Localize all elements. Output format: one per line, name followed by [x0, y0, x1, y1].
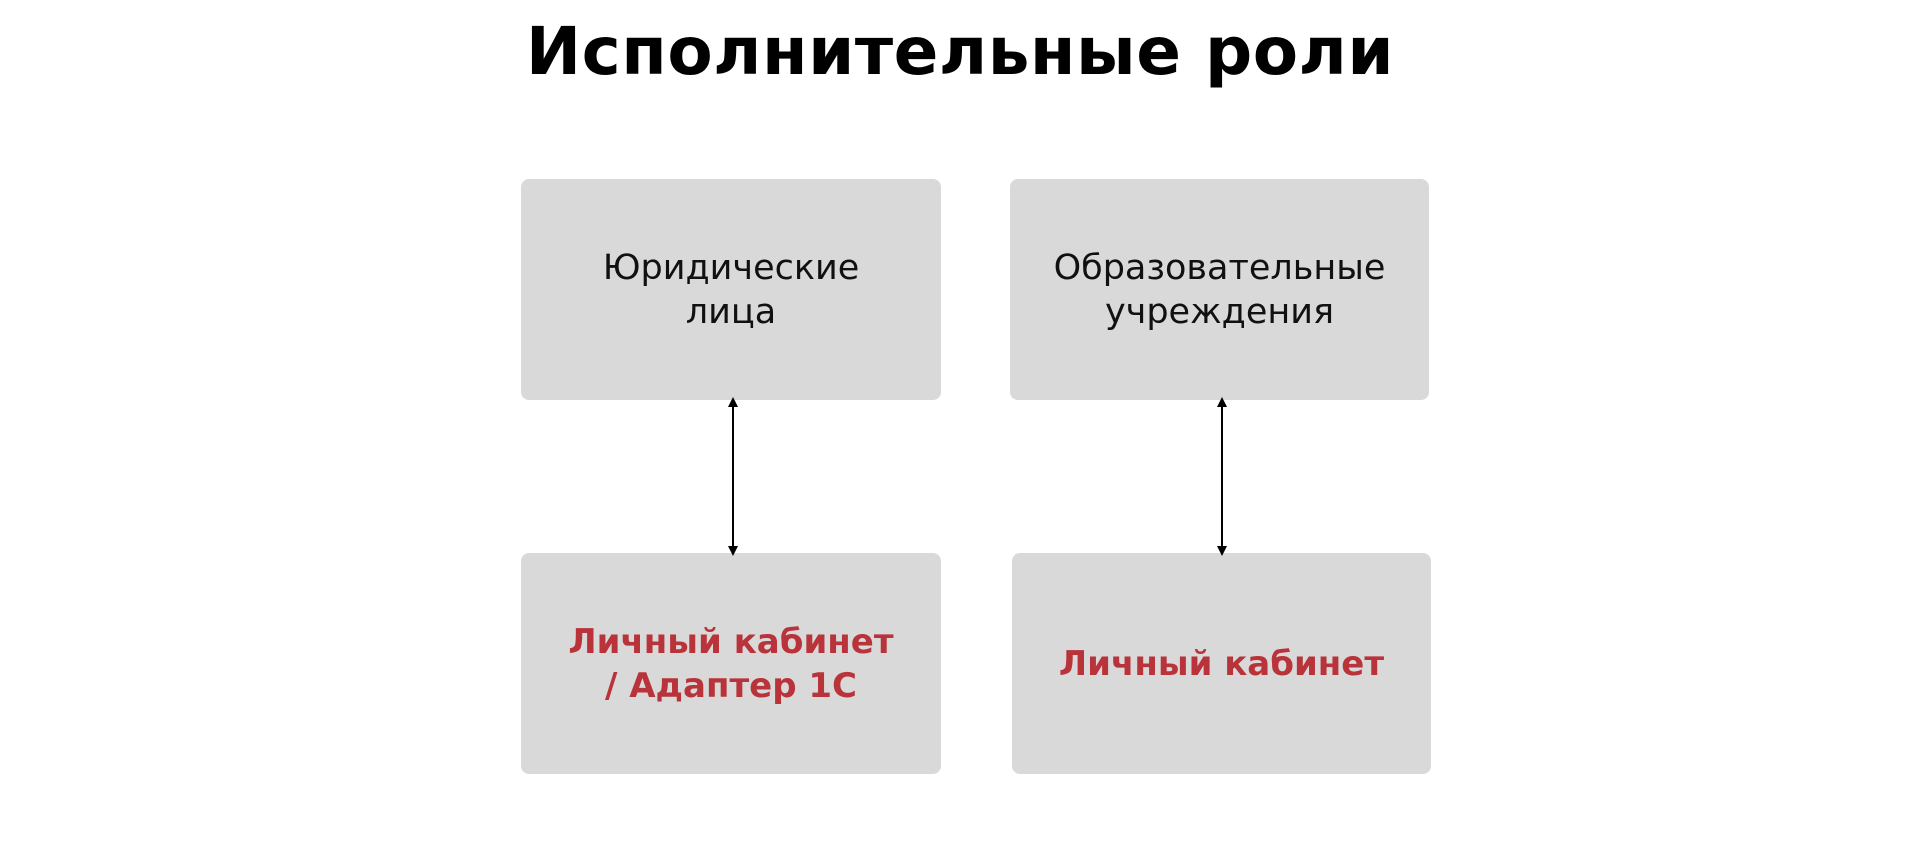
node-personal-account-adapter: Личный кабинет / Адаптер 1С [521, 553, 941, 774]
page-title: Исполнительные роли [525, 13, 1395, 90]
node-legal-entities: Юридические лица [521, 179, 941, 400]
node-label: Личный кабинет / Адаптер 1С [568, 621, 894, 706]
node-label: Юридические лица [602, 247, 860, 332]
node-personal-account: Личный кабинет [1012, 553, 1431, 774]
node-label: Личный кабинет [1058, 643, 1385, 684]
node-label: Образовательные учреждения [1053, 247, 1386, 332]
node-educational-institutions: Образовательные учреждения [1010, 179, 1429, 400]
